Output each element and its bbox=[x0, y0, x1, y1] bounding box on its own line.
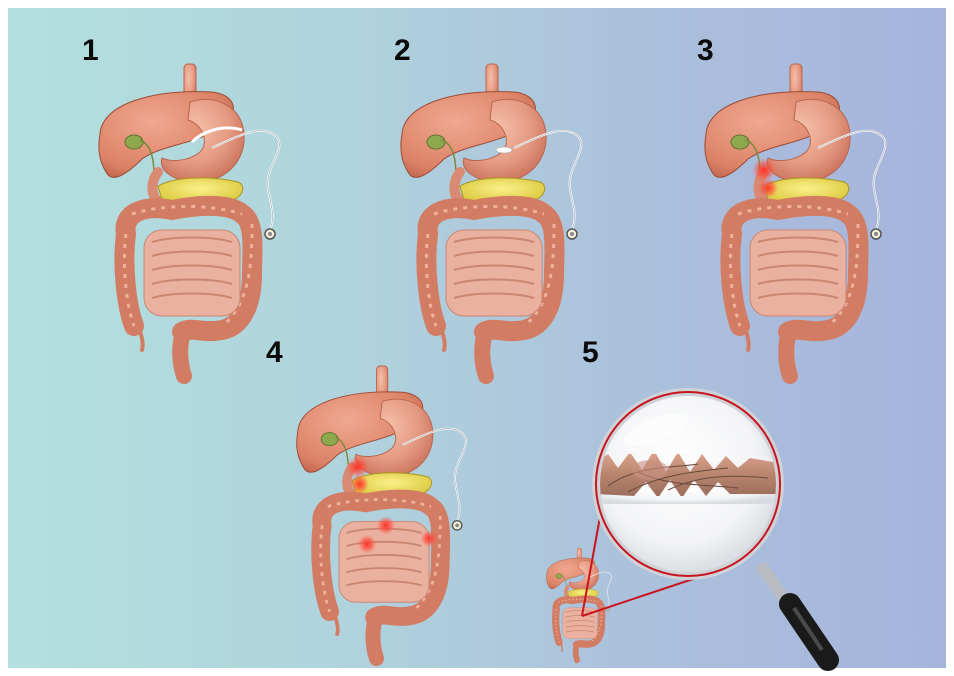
step-number-3: 3 bbox=[697, 36, 714, 66]
magnified-view-illustration bbox=[538, 368, 938, 668]
panel-step-3 bbox=[698, 64, 898, 384]
panel-step-4 bbox=[284, 366, 484, 666]
step-number-2: 2 bbox=[394, 36, 411, 66]
digestive-system-illustration bbox=[284, 366, 484, 666]
inflammation-marker bbox=[358, 535, 377, 554]
panel-step-1 bbox=[92, 64, 292, 384]
capsule-probe-icon bbox=[496, 147, 512, 153]
digestive-system-illustration bbox=[394, 64, 594, 384]
inflammation-marker bbox=[758, 178, 778, 198]
inflammation-marker bbox=[377, 516, 396, 535]
inflammation-marker bbox=[350, 475, 369, 494]
digestive-system-illustration bbox=[698, 64, 898, 384]
step-number-1: 1 bbox=[82, 36, 99, 66]
illustration-canvas: 1 2 3 4 5 bbox=[8, 8, 946, 668]
panel-step-5 bbox=[538, 368, 938, 668]
inflammation-marker bbox=[421, 530, 438, 547]
digestive-system-illustration bbox=[92, 64, 292, 384]
inflammation-marker bbox=[752, 158, 776, 182]
digestive-system-illustration bbox=[546, 548, 611, 660]
magnifying-glass-icon bbox=[594, 392, 828, 660]
panel-step-2 bbox=[394, 64, 594, 384]
